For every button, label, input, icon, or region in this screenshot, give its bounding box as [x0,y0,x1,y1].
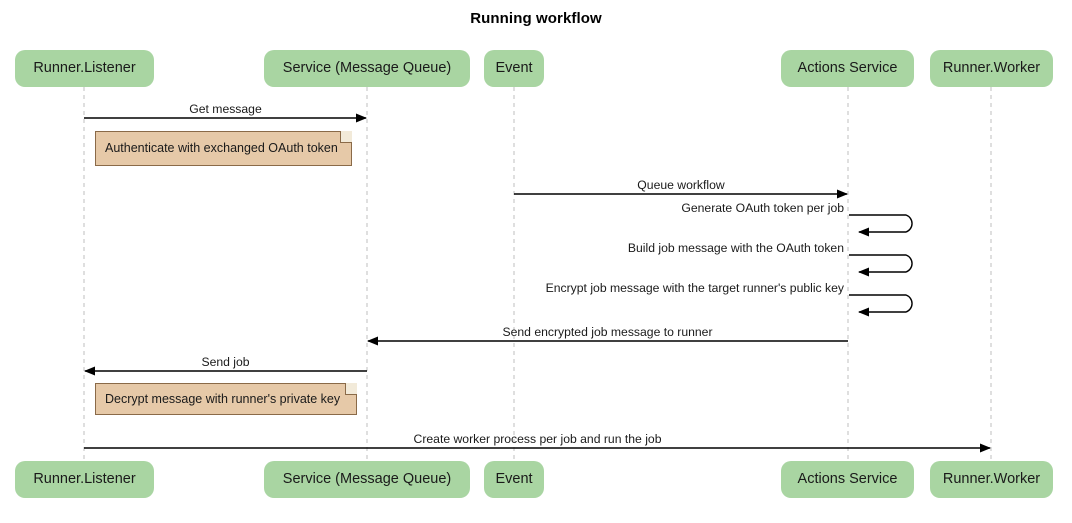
self-message-build-job-message-with-the-oauth-token [849,254,913,277]
message-label-build-job-message-with-the-oauth-token: Build job message with the OAuth token [627,241,844,255]
message-label-encrypt-job-message-with-the-target-runners-public-key: Encrypt job message with the target runn… [545,281,844,295]
participant-actions-service-bottom[interactable]: Actions Service [781,461,914,498]
message-label-queue-workflow: Queue workflow [637,178,725,192]
self-message-encrypt-job-message-with-the-target-runners-public-key [849,294,913,317]
note-fold-corner-icon [340,131,352,143]
message-label-send-job: Send job [201,355,250,369]
participant-label: Event [495,60,533,77]
participant-label: Service (Message Queue) [282,60,452,77]
note-text: Authenticate with exchanged OAuth token [105,141,338,156]
message-label-create-worker-process-per-job-and-run-the-job: Create worker process per job and run th… [413,432,662,446]
note-text: Decrypt message with runner's private ke… [105,391,341,406]
note-authenticate: Authenticate with exchanged OAuth token [95,131,352,166]
participant-label: Runner.Listener [33,60,136,77]
participant-label: Actions Service [797,60,898,77]
participant-runner-listener-bottom[interactable]: Runner.Listener [15,461,154,498]
participant-service-message-queue-top[interactable]: Service (Message Queue) [264,50,470,87]
participant-service-message-queue-bottom[interactable]: Service (Message Queue) [264,461,470,498]
participant-runner-worker-bottom[interactable]: Runner.Worker [930,461,1053,498]
message-label-generate-oauth-token-per-job: Generate OAuth token per job [681,201,844,215]
note-fold-corner-icon [345,383,357,395]
lifelines-group [83,87,992,461]
message-arrows-group [84,113,991,453]
participant-event-bottom[interactable]: Event [484,461,544,498]
participant-label: Runner.Worker [942,471,1041,488]
self-message-generate-oauth-token-per-job [849,214,913,237]
participant-label: Actions Service [797,471,898,488]
message-label-send-encrypted-job-message-to-runner: Send encrypted job message to runner [502,325,713,339]
participant-event-top[interactable]: Event [484,50,544,87]
participant-actions-service-top[interactable]: Actions Service [781,50,914,87]
message-label-get-message: Get message [189,102,262,116]
participant-label: Runner.Listener [33,471,136,488]
page-title: Running workflow [470,10,602,27]
participant-runner-listener-top[interactable]: Runner.Listener [15,50,154,87]
participant-label: Event [495,471,533,488]
participant-label: Runner.Worker [942,60,1041,77]
note-decrypt: Decrypt message with runner's private ke… [95,383,357,415]
participant-label: Service (Message Queue) [282,471,452,488]
participant-runner-worker-top[interactable]: Runner.Worker [930,50,1053,87]
